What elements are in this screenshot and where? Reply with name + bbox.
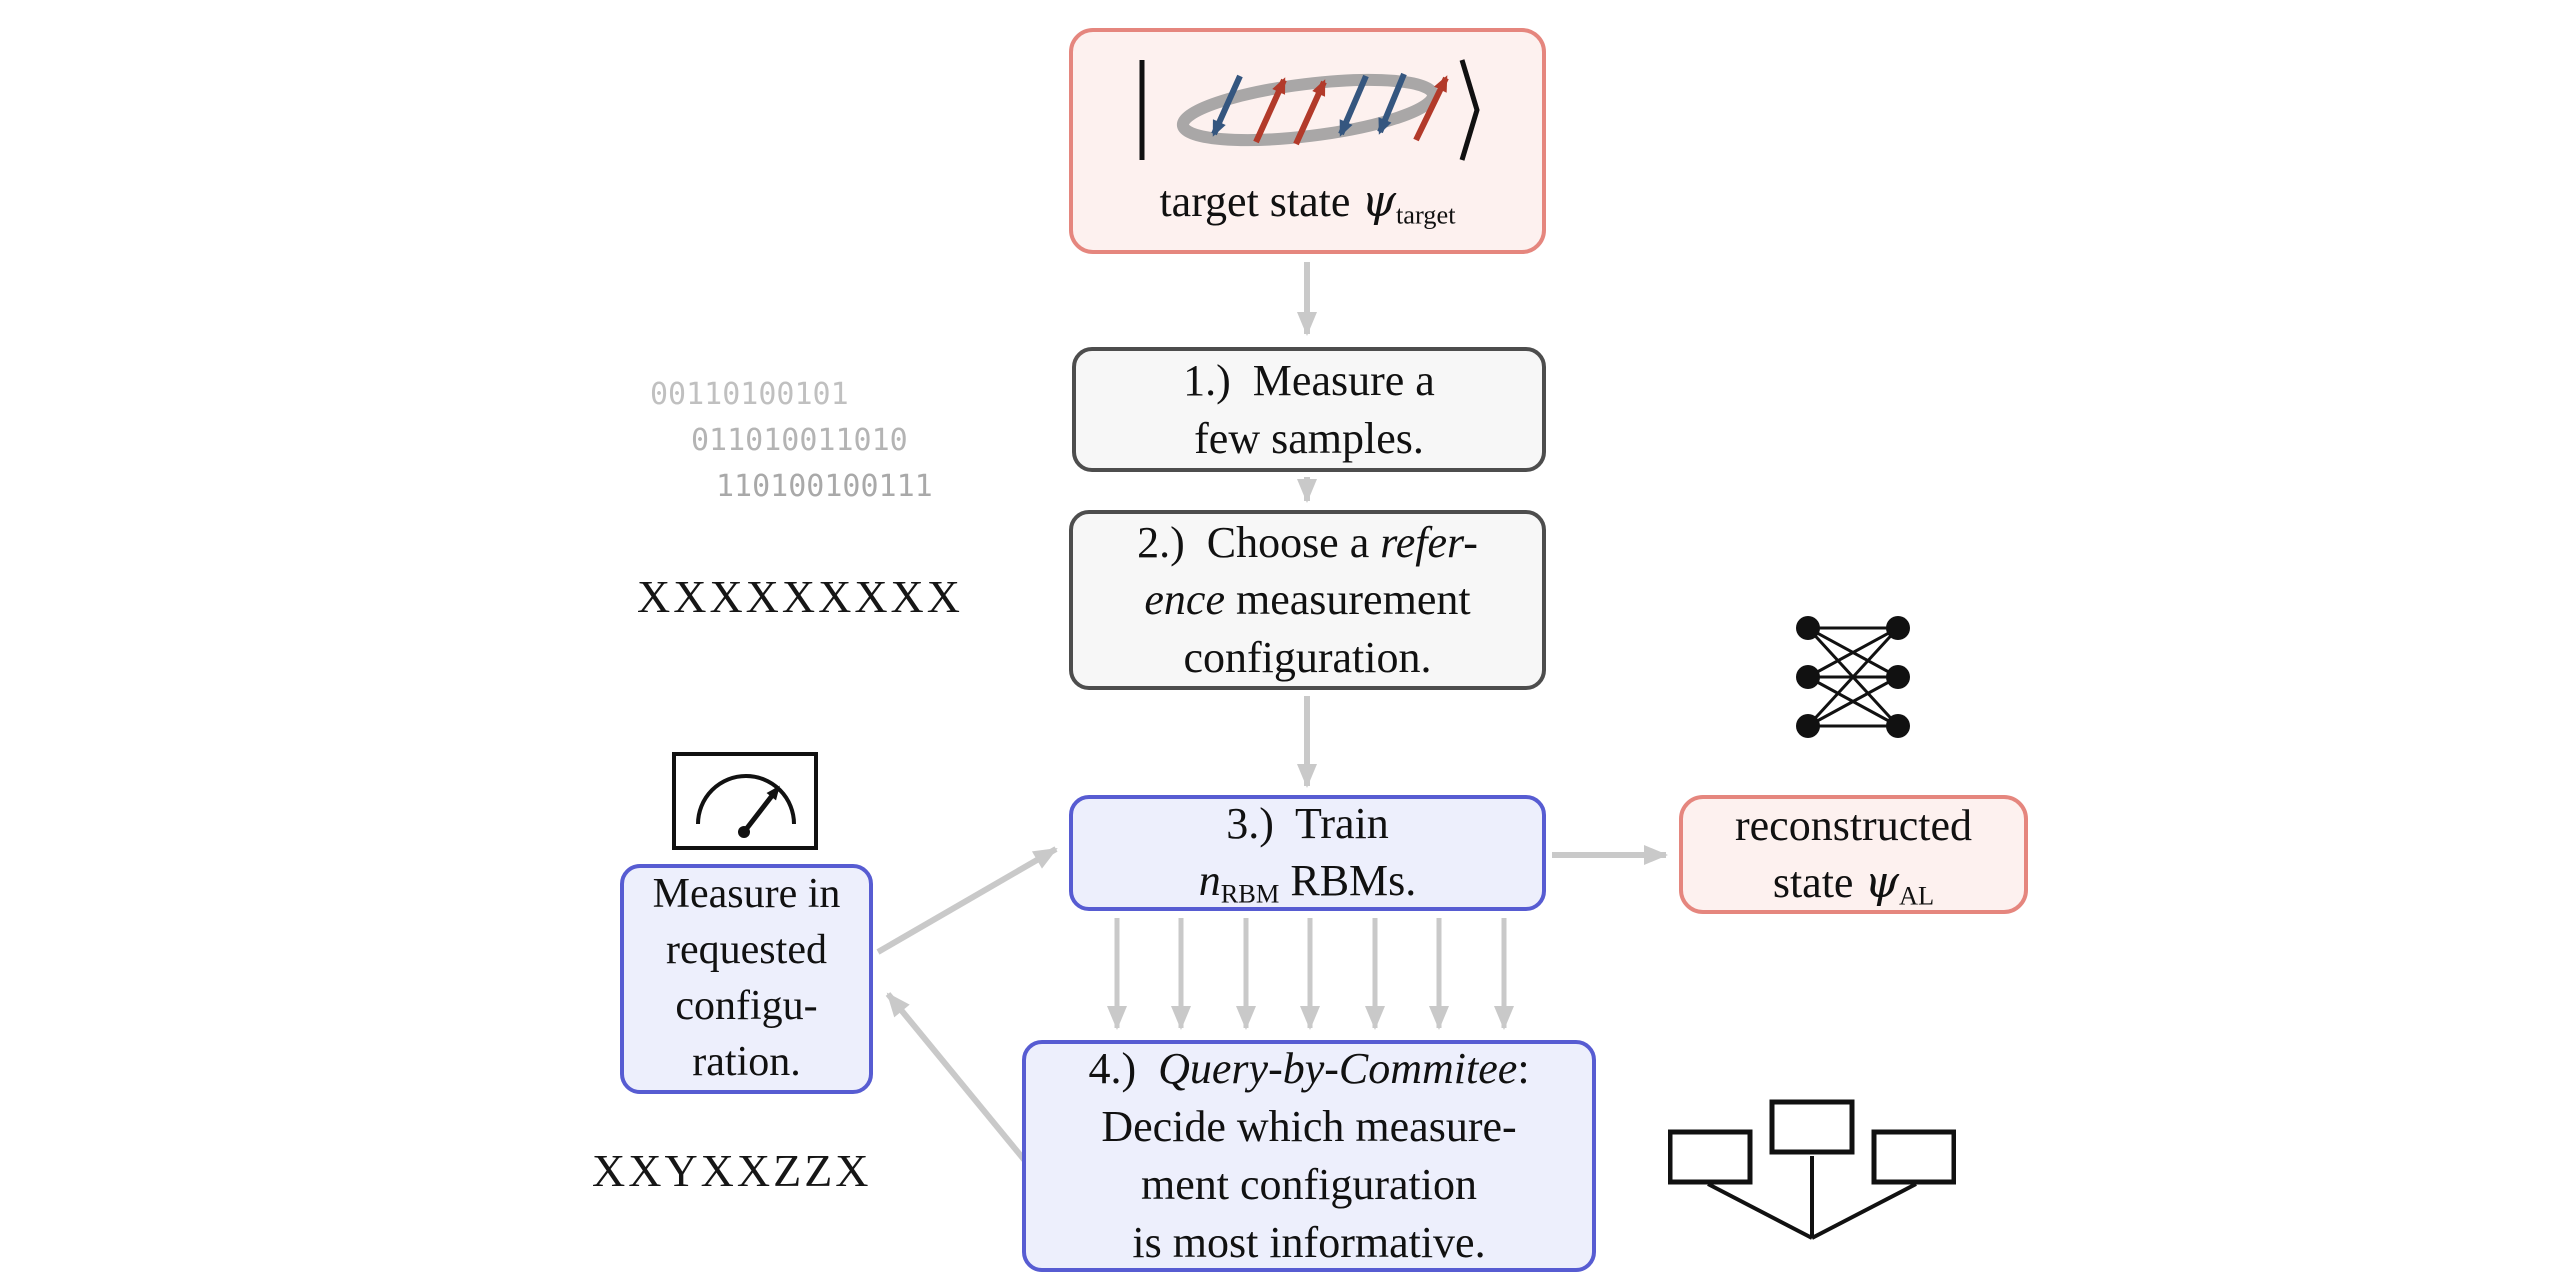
target-state-box: target state ψtarget (1069, 28, 1546, 254)
reconstructed-line2: state ψAL (1773, 854, 1934, 913)
spin-arrow-down-3 (1376, 72, 1407, 135)
n-rbm-subscript: RBM (1220, 878, 1280, 909)
network-nodes (1796, 616, 1910, 738)
spin-chain-graphic (1139, 59, 1480, 161)
network-edges (1806, 626, 1900, 728)
reconstructed-line2-prefix: state (1772, 857, 1865, 907)
step1-line2: few samples. (1194, 413, 1424, 463)
reference-basis-label: XXXXXXXXX (637, 571, 963, 622)
step2-line1-italic: refer- (1380, 518, 1478, 568)
ket-right (1459, 59, 1480, 161)
step2-line1: 2.) Choose a refer- (1137, 514, 1478, 571)
gauge-dial-arc (696, 774, 796, 825)
arrow-step4-to-measure (885, 992, 1029, 1164)
spin-arrow-down-2 (1337, 74, 1369, 137)
gauge-needle (742, 785, 780, 834)
n-rbm-symbol: n (1198, 856, 1221, 906)
spin-arrow-down-1 (1210, 74, 1243, 137)
target-state-label-text: target state (1159, 177, 1362, 226)
binary-line2: 011010011010 (691, 423, 908, 458)
psi-al-subscript: AL (1898, 880, 1935, 911)
committee-stem-right (1811, 1182, 1917, 1240)
monitor-right (1871, 1129, 1956, 1185)
step4-line1-number: 4.) (1088, 1043, 1159, 1093)
target-state-label: target state ψtarget (1159, 176, 1455, 230)
spin-state-illustration (1128, 50, 1488, 170)
step4-box: 4.) Query-by-Commitee: Decide which meas… (1022, 1040, 1596, 1272)
step4-line1-italic: Query-by-Commitee (1158, 1043, 1518, 1093)
step1-box: 1.) Measure a few samples. (1072, 347, 1546, 472)
measure-line2: requested (666, 927, 827, 974)
spin-arrow-up-2 (1292, 79, 1327, 146)
psi-symbol: ψ (1361, 176, 1396, 227)
step4-line1-colon: : (1517, 1043, 1530, 1093)
step2-line2-roman: measurement (1225, 575, 1471, 625)
step3-line2: nRBM RBMs. (1199, 852, 1417, 911)
psi-subscript: target (1395, 199, 1456, 230)
measurement-gauge-icon (672, 752, 818, 850)
reconstructed-state-box: reconstructed state ψAL (1679, 795, 2028, 914)
arrow-measure-to-step3 (876, 846, 1058, 955)
step2-line2: ence measurement (1144, 571, 1470, 628)
spin-arrow-up-3 (1412, 75, 1449, 142)
binary-line1: 00110100101 (650, 377, 849, 412)
spin-arrow-up-1 (1252, 77, 1287, 144)
step3-line2-rest: RBMs. (1279, 856, 1417, 906)
rbm-neural-network-icon (1796, 616, 1910, 738)
committee-monitors-icon (1668, 1099, 1956, 1240)
step4-line1: 4.) Query-by-Commitee: (1088, 1040, 1529, 1098)
precession-ring (1176, 73, 1439, 147)
measure-line1: Measure in (652, 871, 841, 918)
step2-box: 2.) Choose a refer- ence measurement con… (1069, 510, 1546, 690)
monitor-center (1769, 1099, 1855, 1155)
measure-line4: ration. (692, 1038, 801, 1085)
monitor-left (1668, 1129, 1753, 1185)
psi-al-symbol: ψ (1864, 856, 1899, 908)
binary-line3: 110100100111 (716, 469, 933, 504)
binary-samples-annotation: 00110100101 011010011010 110100100111 (650, 372, 933, 510)
committee-stem-left (1707, 1182, 1813, 1240)
step3-line1: 3.) Train (1226, 799, 1389, 849)
step2-line3: configuration. (1183, 632, 1432, 682)
requested-basis-label: XXYXXZZX (592, 1145, 872, 1196)
step4-line3: ment configuration (1140, 1160, 1477, 1209)
reconstructed-line1: reconstructed (1735, 800, 1972, 850)
step4-line2: Decide which measure- (1101, 1101, 1517, 1151)
step3-box: 3.) Train nRBM RBMs. (1069, 795, 1546, 911)
step2-line1-roman: 2.) Choose a (1137, 518, 1381, 568)
step2-line2-italic: ence (1144, 575, 1225, 625)
step4-line4: is most informative. (1132, 1218, 1486, 1268)
step1-line1: 1.) Measure a (1183, 356, 1435, 406)
measure-line3: configu- (675, 983, 818, 1029)
measure-requested-box: Measure in requested configu- ration. (620, 864, 873, 1094)
